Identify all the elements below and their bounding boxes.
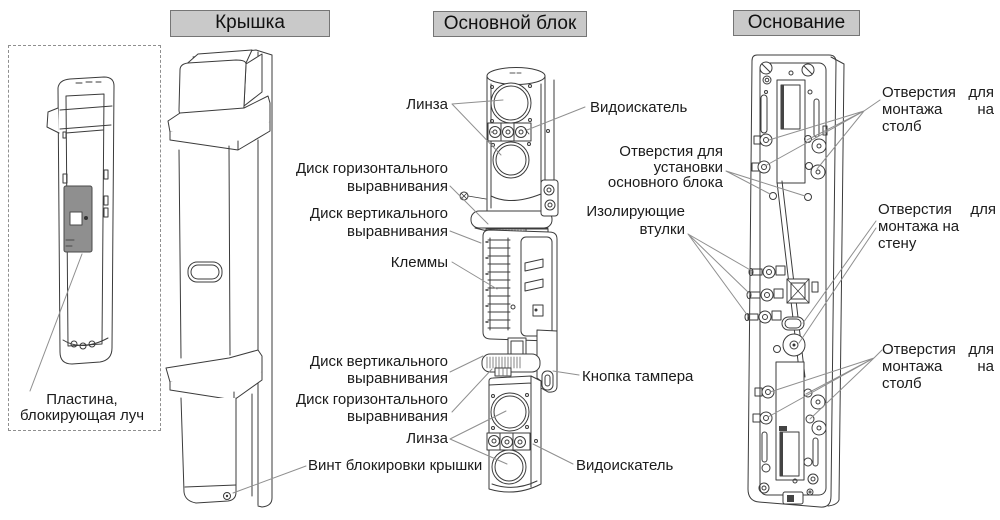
label-holes-pole-bottom: Отверстия для монтажа на столб (882, 341, 994, 392)
leader-beam-plate (29, 253, 83, 392)
beam-plate-dashed-box (8, 45, 161, 431)
label-lens-top: Линза (406, 96, 448, 113)
leader-disk-vertical-top (449, 230, 482, 244)
label-tamper-button: Кнопка тампера (582, 368, 694, 385)
leader-viewfinder-bottom (532, 443, 574, 465)
leader-disk-horizontal-top (449, 185, 489, 225)
label-disk-vertical-bottom: Диск вертикального выравнивания (309, 353, 448, 387)
label-beam-blocking-plate: Пластина, блокирующая луч (19, 391, 145, 424)
header-base: Основание (733, 10, 860, 36)
header-cover: Крышка (170, 10, 330, 37)
leader-lines (29, 99, 883, 494)
leader-pole-bottom-fan (767, 349, 883, 420)
label-disk-horizontal-top: Диск горизонтального выравнивания (295, 160, 448, 195)
leader-disk-vertical-bottom (449, 355, 484, 373)
label-viewfinder-bottom: Видоискатель (576, 457, 674, 474)
leader-wall-holes (798, 220, 877, 344)
label-lens-bottom: Линза (406, 430, 448, 447)
base-drawing (744, 54, 845, 508)
label-insulating-bushings: Изолирующие втулки (586, 203, 685, 238)
leader-terminals (451, 261, 498, 290)
header-main-unit: Основной блок (433, 11, 587, 37)
label-disk-horizontal-bottom: Диск горизонтального выравнивания (295, 391, 448, 425)
leader-viewfinder-top (526, 106, 586, 131)
label-cover-lock-screw: Винт блокировки крышки (308, 457, 483, 474)
label-holes-main-unit-mount: Отверстия для установки основного блока (607, 143, 723, 191)
main-unit-drawing (459, 67, 559, 493)
leader-lens-bottom (449, 410, 508, 465)
leader-bushings (687, 233, 753, 317)
label-terminals: Клеммы (390, 254, 448, 271)
leader-cover-lock-screw (232, 465, 307, 494)
leader-lens-top (451, 99, 504, 156)
cover-drawing (165, 49, 273, 508)
leader-disk-horizontal-bottom (451, 368, 493, 413)
leader-main-unit-mount (725, 170, 806, 197)
label-viewfinder-top: Видоискатель (590, 99, 688, 116)
cover-inside-drawing (46, 76, 115, 365)
label-holes-pole-top: Отверстия для монтажа на столб (882, 84, 994, 135)
leader-tamper (552, 370, 580, 376)
label-holes-wall: Отверстия для монтажа на стену (878, 201, 996, 252)
leader-pole-top-fan (764, 99, 881, 170)
label-disk-vertical-top: Диск вертикального выравнивания (309, 205, 448, 240)
